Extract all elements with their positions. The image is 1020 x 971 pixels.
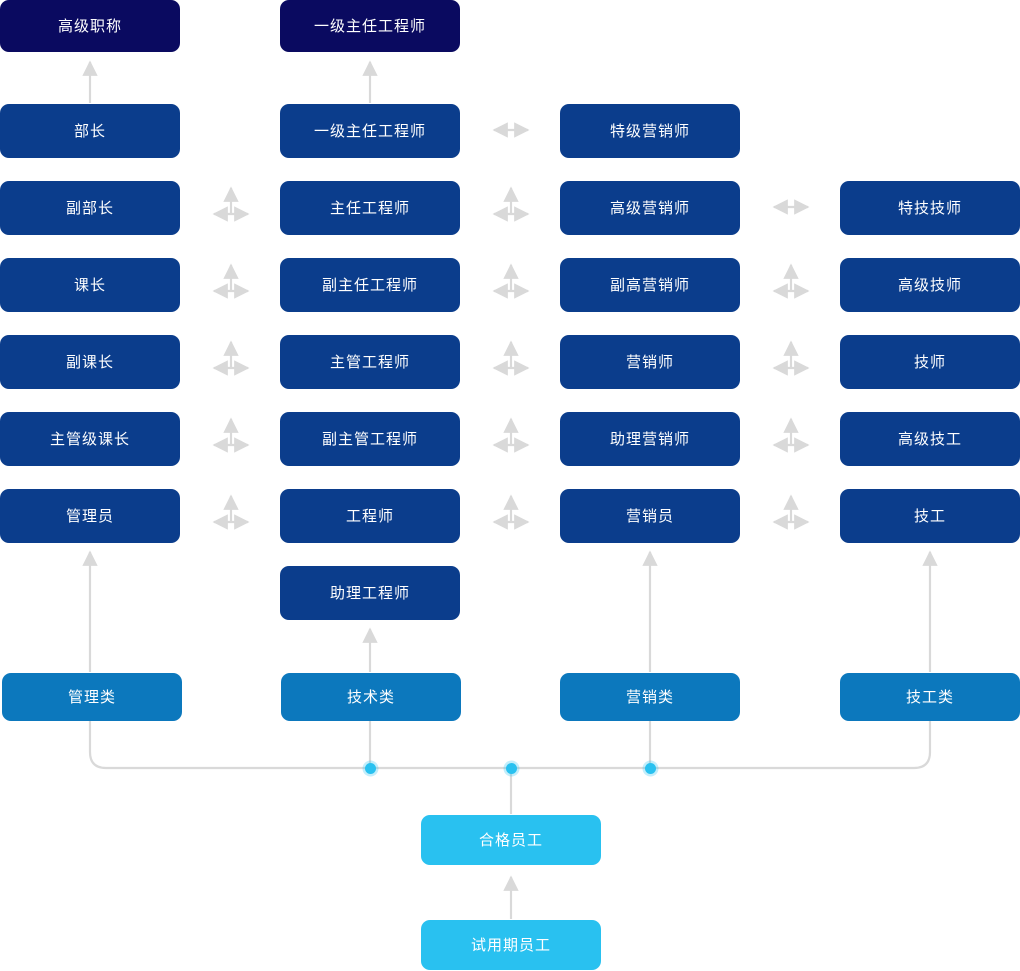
node-marketing-4[interactable]: 营销师 [560, 335, 740, 389]
node-marketing-1[interactable]: 特级营销师 [560, 104, 740, 158]
node-marketing-3[interactable]: 副高营销师 [560, 258, 740, 312]
node-label: 管理类 [67, 688, 116, 706]
node-label: 营销师 [625, 353, 674, 371]
node-marketing-6[interactable]: 营销员 [560, 489, 740, 543]
tri-arrow-icon [485, 490, 537, 532]
node-technical-6[interactable]: 工程师 [280, 489, 460, 543]
node-marketing-2[interactable]: 高级营销师 [560, 181, 740, 235]
node-label: 技工类 [905, 688, 954, 706]
node-craft-4[interactable]: 高级技工 [840, 412, 1020, 466]
node-label: 部长 [73, 122, 106, 140]
tri-arrow-icon [485, 182, 537, 224]
node-management-1[interactable]: 部长 [0, 104, 180, 158]
node-top-rank-senior-title[interactable]: 高级职称 [0, 0, 180, 52]
node-category-management[interactable]: 管理类 [2, 673, 182, 721]
node-management-5[interactable]: 主管级课长 [0, 412, 180, 466]
tri-arrow-icon [205, 336, 257, 378]
node-label: 特技技师 [897, 199, 962, 217]
node-technical-5[interactable]: 副主管工程师 [280, 412, 460, 466]
tri-arrow-icon [765, 413, 817, 455]
node-craft-1[interactable]: 特技技师 [840, 181, 1020, 235]
node-category-marketing[interactable]: 营销类 [560, 673, 740, 721]
node-management-6[interactable]: 管理员 [0, 489, 180, 543]
node-base-probation[interactable]: 试用期员工 [421, 920, 601, 970]
node-label: 技师 [913, 353, 946, 371]
node-label: 工程师 [345, 507, 394, 525]
node-label: 副部长 [65, 199, 114, 217]
tri-arrow-icon [205, 259, 257, 301]
node-label: 主任工程师 [329, 199, 410, 217]
node-label: 高级技工 [897, 430, 962, 448]
node-label: 试用期员工 [470, 936, 551, 954]
node-label: 合格员工 [478, 831, 543, 849]
node-label: 高级营销师 [609, 199, 690, 217]
node-management-3[interactable]: 课长 [0, 258, 180, 312]
node-label: 技工 [913, 507, 946, 525]
tri-arrow-icon [765, 336, 817, 378]
node-craft-2[interactable]: 高级技师 [840, 258, 1020, 312]
tri-arrow-icon [485, 413, 537, 455]
node-technical-2[interactable]: 主任工程师 [280, 181, 460, 235]
junction-dot-marketing [644, 762, 656, 774]
node-technical-3[interactable]: 副主任工程师 [280, 258, 460, 312]
node-craft-3[interactable]: 技师 [840, 335, 1020, 389]
node-management-4[interactable]: 副课长 [0, 335, 180, 389]
node-label: 营销员 [625, 507, 674, 525]
node-label: 助理工程师 [329, 584, 410, 602]
node-technical-7[interactable]: 助理工程师 [280, 566, 460, 620]
node-top-rank-chief-engineer-1a[interactable]: 一级主任工程师 [280, 0, 460, 52]
tri-arrow-icon [485, 336, 537, 378]
node-base-qualified[interactable]: 合格员工 [421, 815, 601, 865]
tri-arrow-icon [765, 490, 817, 532]
node-label: 管理员 [65, 507, 114, 525]
node-label: 一级主任工程师 [313, 122, 426, 140]
node-label: 副课长 [65, 353, 114, 371]
double-arrow-horizontal-icon [765, 197, 817, 217]
node-label: 主管级课长 [49, 430, 130, 448]
tri-arrow-icon [205, 413, 257, 455]
node-label: 营销类 [625, 688, 674, 706]
node-label: 助理营销师 [609, 430, 690, 448]
node-technical-1[interactable]: 一级主任工程师 [280, 104, 460, 158]
tri-arrow-icon [205, 490, 257, 532]
node-marketing-5[interactable]: 助理营销师 [560, 412, 740, 466]
junction-dot-technical [364, 762, 376, 774]
node-label: 副高营销师 [609, 276, 690, 294]
node-label: 特级营销师 [609, 122, 690, 140]
node-category-technical[interactable]: 技术类 [281, 673, 461, 721]
node-label: 副主管工程师 [321, 430, 418, 448]
node-category-craft[interactable]: 技工类 [840, 673, 1020, 721]
node-label: 高级职称 [57, 17, 122, 35]
node-management-2[interactable]: 副部长 [0, 181, 180, 235]
node-label: 副主任工程师 [321, 276, 418, 294]
node-label: 一级主任工程师 [313, 17, 426, 35]
node-technical-4[interactable]: 主管工程师 [280, 335, 460, 389]
node-label: 高级技师 [897, 276, 962, 294]
tri-arrow-icon [205, 182, 257, 224]
junction-dot-center [505, 762, 517, 774]
double-arrow-horizontal-icon [485, 120, 537, 140]
tri-arrow-icon [765, 259, 817, 301]
node-craft-5[interactable]: 技工 [840, 489, 1020, 543]
node-label: 主管工程师 [329, 353, 410, 371]
tri-arrow-icon [485, 259, 537, 301]
node-label: 技术类 [346, 688, 395, 706]
node-label: 课长 [73, 276, 106, 294]
